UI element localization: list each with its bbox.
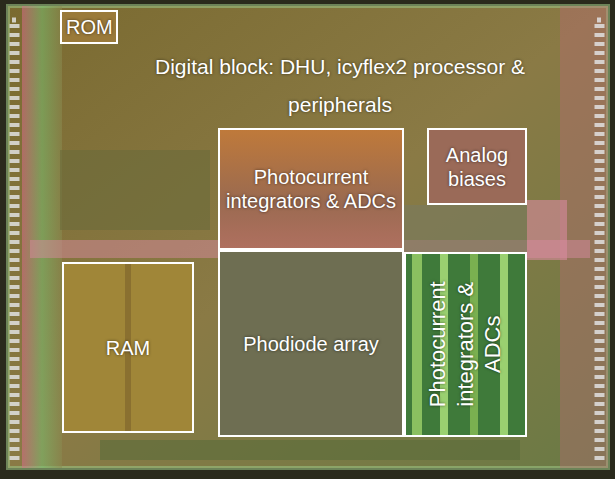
die-region-box: Photocurrent integrators & ADCs: [218, 128, 404, 250]
die-region-box: Analog biases: [427, 128, 527, 205]
die-region-box: Photocurrent integrators & ADCs: [404, 252, 527, 437]
die-region-box: RAM: [62, 262, 194, 433]
die-region-box: ROM: [60, 10, 118, 44]
region-label: Analog biases: [433, 143, 521, 191]
region-label: Photocurrent integrators & ADCs: [424, 258, 507, 431]
region-label: RAM: [106, 336, 150, 360]
region-label: Photocurrent integrators & ADCs: [224, 165, 398, 213]
region-label: Phodiode array: [243, 332, 379, 356]
block-label: Digital block: DHU, icyflex2 processor &…: [150, 48, 530, 124]
die-region-box: Phodiode array: [218, 250, 404, 437]
region-label: ROM: [66, 15, 112, 39]
